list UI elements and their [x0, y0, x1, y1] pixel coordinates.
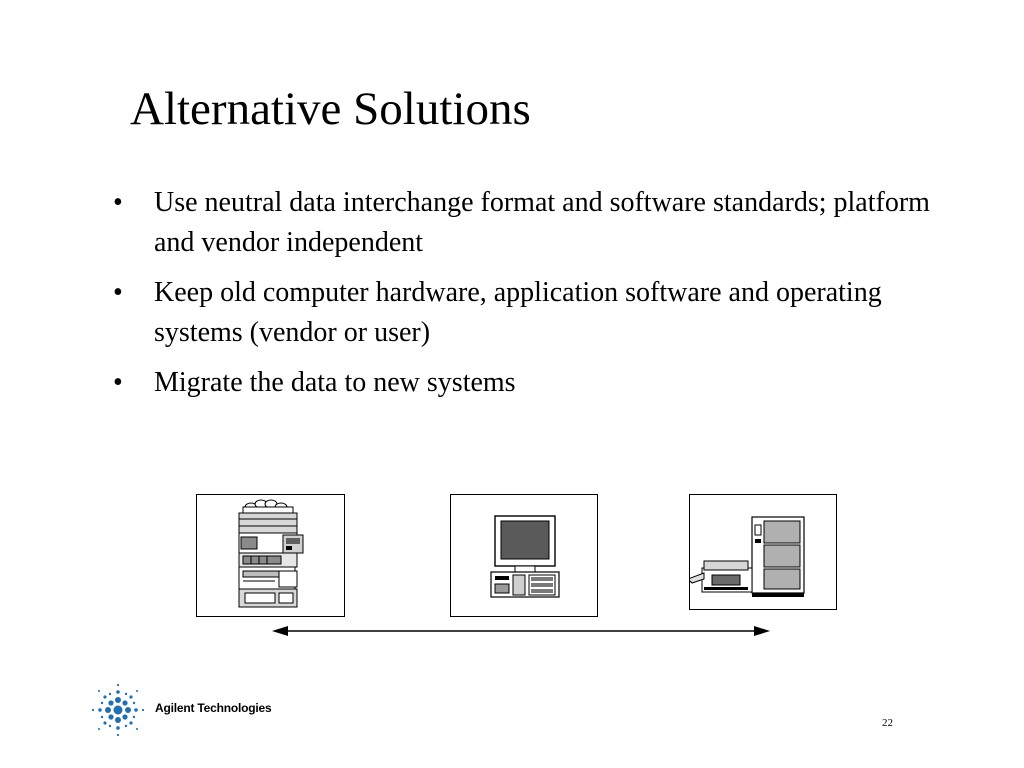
server-frame	[689, 494, 837, 610]
desktop-computer-icon	[490, 515, 560, 598]
bullet-text: Keep old computer hardware, application …	[154, 277, 882, 348]
slide-title: Alternative Solutions	[130, 83, 531, 135]
bullet-item: • Use neutral data interchange format an…	[113, 183, 933, 263]
bullet-marker: •	[113, 277, 123, 308]
company-logo: Agilent Technologies	[88, 682, 288, 738]
company-name: Agilent Technologies	[155, 701, 272, 715]
bullet-text: Migrate the data to new systems	[154, 367, 516, 398]
bullet-item: • Keep old computer hardware, applicatio…	[113, 273, 933, 353]
agilent-spark-logo-icon	[91, 683, 145, 737]
double-headed-arrow-icon	[272, 626, 770, 636]
lab-instrument-stack-icon	[238, 499, 304, 608]
instrument-frame	[196, 494, 345, 617]
bullet-text: Use neutral data interchange format and …	[154, 187, 930, 258]
bullet-marker: •	[113, 367, 123, 398]
bullet-list: • Use neutral data interchange format an…	[113, 183, 933, 413]
server-with-printer-icon	[690, 516, 805, 597]
computer-frame	[450, 494, 598, 617]
bullet-marker: •	[113, 187, 123, 218]
page-number: 22	[882, 717, 893, 729]
bullet-item: • Migrate the data to new systems	[113, 363, 933, 403]
